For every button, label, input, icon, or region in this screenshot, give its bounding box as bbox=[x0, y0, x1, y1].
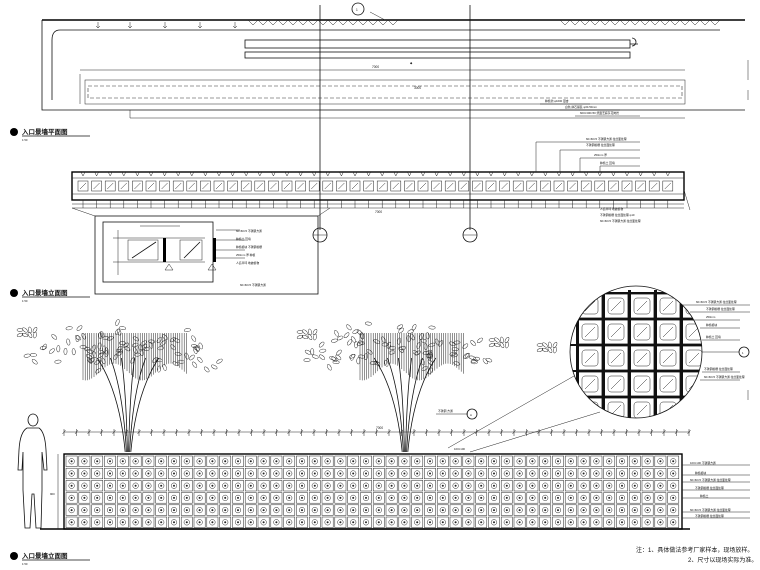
strip-leader-2: 不锈钢格栅 拉丝面处理 bbox=[586, 143, 615, 147]
notes-block: 注：1、具体做法参考厂家样本，现场放样。 2、尺寸以现场实际为准。 bbox=[636, 546, 757, 564]
circle-leader-6: 不锈钢格栅 拉丝面处理 bbox=[704, 367, 733, 371]
plan-leader-1: 种植池 φ1600 银杏 bbox=[545, 99, 569, 103]
circle-leader-4: 种植模块 bbox=[706, 323, 717, 327]
svg-text:A: A bbox=[470, 413, 472, 417]
main-elevation: 7000 不锈钢 方通 A 100×100 900 100×100 不锈钢方通 bbox=[16, 319, 750, 530]
circle-leader-2: 不锈钢格栅 拉丝面处理 bbox=[706, 307, 735, 311]
strip-leader-6: 不锈钢格栅 拉丝面处理 φ10 bbox=[600, 213, 635, 217]
wall-length-dim: 7000 bbox=[376, 426, 383, 430]
circle-leader-3: 250mm bbox=[706, 315, 716, 319]
strip-leader-1: 60×60×5 不锈钢方通 拉丝面处理 bbox=[586, 137, 627, 141]
circle-leader-5: 种植土 回填 bbox=[706, 335, 721, 339]
detail-circle: 1 60×60×5 不锈钢方通 拉丝面处理 不锈钢格栅 拉丝面处理 250mm … bbox=[447, 285, 750, 453]
circle-leader-7: 60×60×5 不锈钢方通 拉丝面处理 bbox=[704, 375, 745, 379]
callout-tag: 不锈钢 方通 bbox=[438, 409, 453, 413]
strip-leader-4: 种植土 回填 bbox=[600, 161, 615, 165]
strip-leader-7: 60×60×5 不锈钢方通 拉丝面处理 bbox=[600, 219, 641, 223]
tree-canopies bbox=[16, 319, 558, 453]
top-elevation: 7000 60×60×5 不锈钢方通 拉丝面处理 不锈钢格栅 拉丝面处理 250… bbox=[71, 137, 691, 243]
main-leader-3: 60×60×5 不锈钢方通 拉丝面处理 bbox=[690, 478, 731, 482]
elev-top-title-block: 入口景墙立面图 1:50 bbox=[10, 288, 90, 303]
svg-text:1:50: 1:50 bbox=[22, 299, 28, 303]
main-leaders: 100×100 不锈钢方通 种植模块 60×60×5 不锈钢方通 拉丝面处理 不… bbox=[682, 461, 750, 519]
wall-height-dim: 900 bbox=[50, 492, 55, 496]
plan-title: 入口景墙平面图 bbox=[21, 127, 68, 136]
detail-leader-5: 人造草坪 地被植物 bbox=[236, 261, 259, 265]
plan-dimension: 7000 bbox=[372, 65, 379, 69]
detail-leader-2: 种植土 回填 bbox=[236, 237, 251, 241]
detail-callout: 60×60×5 不锈钢方通 种植土 回填 种植模块 不锈钢格栅 250mm 厚 … bbox=[71, 207, 331, 295]
plan-view: 7000 ◆ 3000 种植池 φ1600 银杏 白色 卵石铺装 φ30-50m… bbox=[41, 19, 749, 119]
main-leader-7: 不锈钢格栅 拉丝面处理 bbox=[695, 514, 724, 518]
note-line-1: 注：1、具体做法参考厂家样本，现场放样。 bbox=[636, 546, 753, 554]
strip-leader-5: 人造草坪 地被植物 bbox=[600, 207, 623, 211]
strip-dimension: 7000 bbox=[375, 210, 382, 214]
elev-main-title-block: 入口景墙立面图 1:50 bbox=[10, 551, 90, 566]
section-mark-top: 1 bbox=[356, 8, 358, 12]
main-leader-4: 不锈钢格栅 拉丝面处理 bbox=[695, 486, 724, 490]
detail-leader-4: 250mm 厚 种植 bbox=[236, 253, 255, 257]
person-silhouette bbox=[17, 413, 48, 529]
svg-text:◆: ◆ bbox=[410, 61, 413, 65]
circle-leader-1: 60×60×5 不锈钢方通 拉丝面处理 bbox=[696, 300, 737, 304]
plan-title-block: 入口景墙平面图 1:50 bbox=[10, 127, 90, 142]
arrow-icons bbox=[95, 22, 238, 29]
svg-text:3000: 3000 bbox=[414, 86, 421, 90]
main-leader-5: 种植土 bbox=[700, 494, 709, 498]
detail-leader-1: 60×60×5 不锈钢方通 bbox=[236, 229, 262, 233]
section-marker-top: 1 bbox=[319, 2, 471, 230]
main-leader-1: 100×100 不锈钢方通 bbox=[690, 461, 716, 465]
note-line-2: 2、尺寸以现场实际为准。 bbox=[688, 556, 757, 564]
svg-text:1: 1 bbox=[742, 351, 744, 355]
elev-main-title: 入口景墙立面图 bbox=[21, 551, 68, 560]
svg-text:1:50: 1:50 bbox=[22, 562, 28, 566]
strip-leader-3: 250mm 厚 bbox=[594, 153, 607, 157]
detail-leader-6: 60×60×5 不锈钢方通 bbox=[240, 283, 266, 287]
detail-leader-3: 种植模块 不锈钢格栅 bbox=[236, 245, 262, 249]
main-leader-2: 种植模块 bbox=[695, 471, 706, 475]
plan-leader-2: 白色 卵石铺装 φ30-50mm bbox=[565, 105, 598, 109]
svg-text:1:50: 1:50 bbox=[22, 138, 28, 142]
plan-leader-3: 600×300×50 烧面芝麻灰花岗岩 bbox=[580, 111, 619, 115]
elev-top-title: 入口景墙立面图 bbox=[21, 288, 68, 297]
svg-text:100×100: 100×100 bbox=[454, 447, 465, 451]
main-leader-6: 60×60×5 不锈钢方通 拉丝面处理 bbox=[690, 508, 731, 512]
